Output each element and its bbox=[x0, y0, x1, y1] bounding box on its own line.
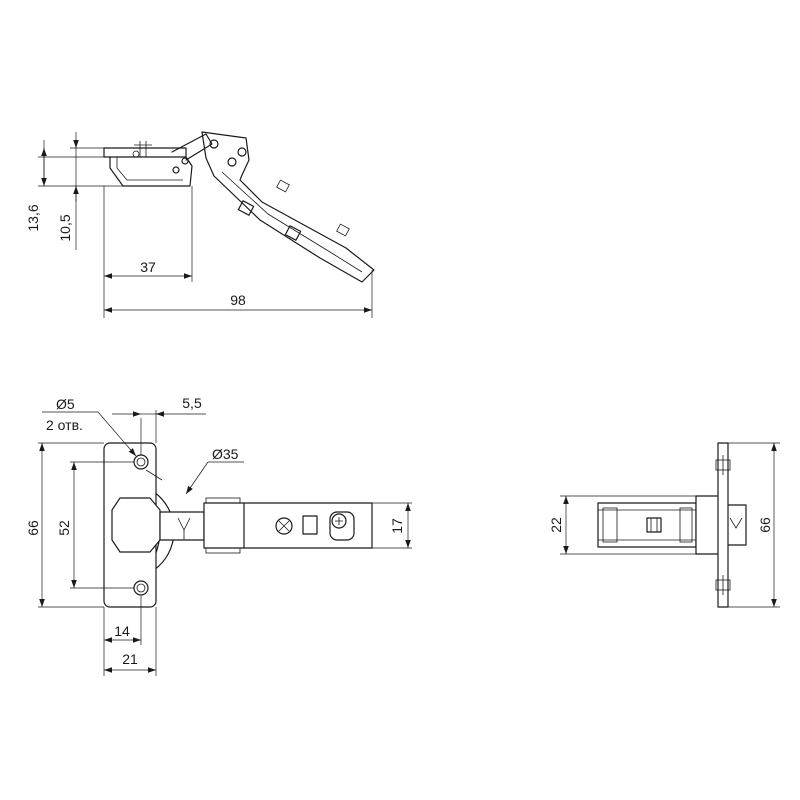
front-dim-cup-diameter: Ø35 bbox=[212, 446, 239, 462]
side-dim-cup-offset: 37 bbox=[140, 259, 156, 275]
side-view-hinge-body bbox=[103, 131, 375, 283]
front-view-slot bbox=[302, 515, 318, 535]
front-dim-plate-height: 66 bbox=[25, 520, 41, 536]
front-view-adjust-screw-icon bbox=[275, 517, 293, 535]
front-dim-plate-width: 21 bbox=[122, 651, 138, 667]
end-view: 22 66 bbox=[548, 442, 780, 608]
front-dim-arm-width: 17 bbox=[389, 518, 405, 534]
side-dim-total-length: 98 bbox=[230, 292, 246, 308]
front-dim-hole-diameter: Ø5 bbox=[56, 396, 75, 412]
front-view-cup-body bbox=[111, 497, 161, 553]
end-dim-plate-height: 66 bbox=[757, 517, 773, 533]
end-view-mounting-plate bbox=[717, 442, 729, 608]
front-dim-hole-count: 2 отв. bbox=[46, 417, 83, 433]
front-view-cam-screw-icon bbox=[331, 513, 347, 529]
end-dim-arm-height: 22 bbox=[548, 517, 564, 533]
side-dim-depth-overall: 13,6 bbox=[25, 204, 41, 231]
side-dim-depth-cup: 10,5 bbox=[57, 214, 73, 241]
side-view: 13,6 10,5 37 98 bbox=[25, 131, 375, 318]
front-dim-hole-spacing: 52 bbox=[56, 520, 72, 536]
end-view-slot bbox=[646, 517, 662, 533]
front-dim-hole-center: 14 bbox=[114, 623, 130, 639]
front-dim-hole-offset: 5,5 bbox=[182, 395, 202, 411]
front-view: 66 52 17 14 21 5,5 Ø5 2 отв. Ø35 bbox=[25, 395, 412, 676]
front-view-hinge-arm bbox=[203, 497, 373, 554]
